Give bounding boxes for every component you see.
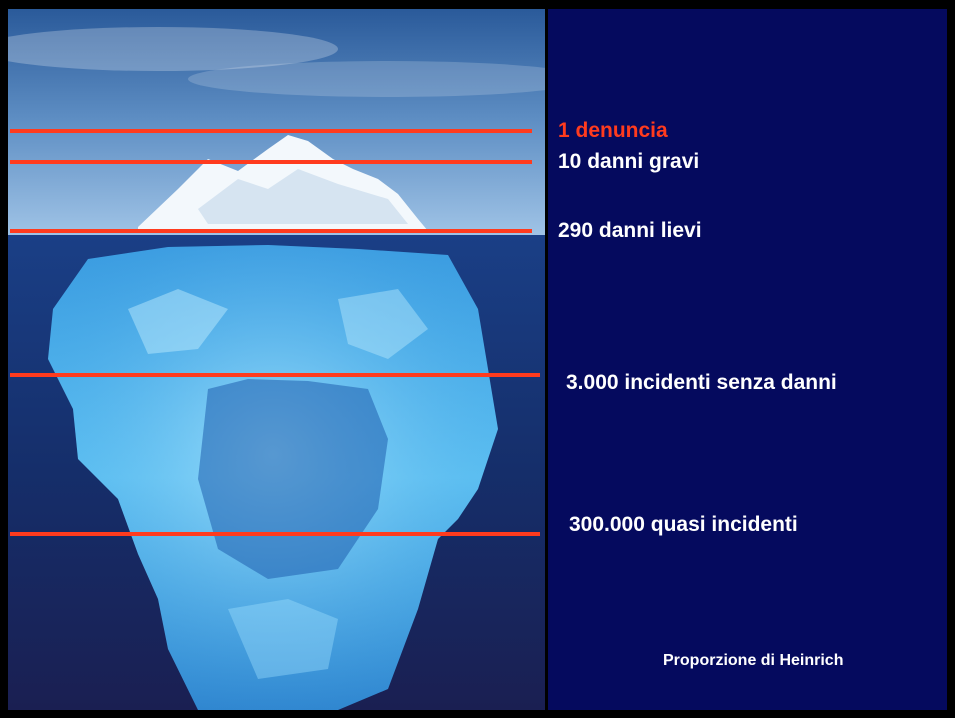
level-label-1: 1 denuncia bbox=[558, 119, 668, 143]
level-line-5 bbox=[10, 532, 540, 536]
level-label-3: 290 danni lievi bbox=[558, 219, 702, 243]
level-line-4 bbox=[10, 373, 540, 377]
level-line-3 bbox=[10, 229, 532, 233]
level-line-2 bbox=[10, 160, 532, 164]
level-label-2: 10 danni gravi bbox=[558, 150, 699, 174]
text-panel bbox=[548, 9, 947, 710]
iceberg-image bbox=[8, 9, 545, 710]
level-label-4: 3.000 incidenti senza danni bbox=[566, 371, 837, 395]
level-line-1 bbox=[10, 129, 532, 133]
level-label-5: 300.000 quasi incidenti bbox=[569, 513, 798, 537]
caption: Proporzione di Heinrich bbox=[663, 652, 843, 670]
